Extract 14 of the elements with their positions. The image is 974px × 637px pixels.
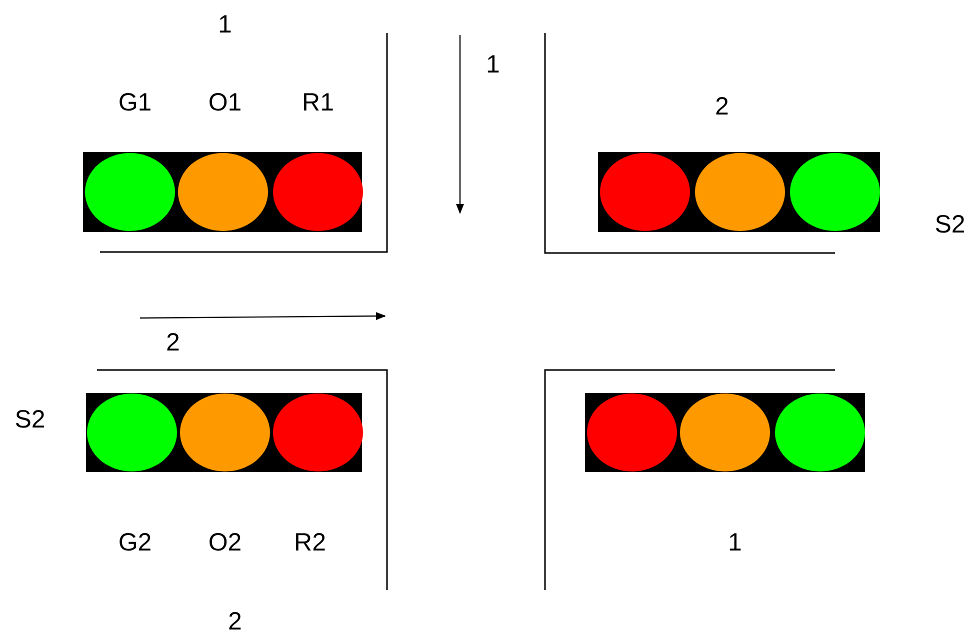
label-text: S2 xyxy=(934,212,966,238)
label-text: 2 xyxy=(166,330,180,356)
label-text: O1 xyxy=(208,90,242,116)
label-text: S2 xyxy=(14,408,46,432)
label-text: O2 xyxy=(208,530,242,556)
label-text: 2 xyxy=(715,94,729,120)
label-text: G1 xyxy=(118,90,152,116)
label-text: 2 xyxy=(228,610,242,634)
label-text: R1 xyxy=(302,90,334,116)
label-text: 1 xyxy=(218,12,232,38)
label-text: 1 xyxy=(486,52,500,78)
label-text: 1 xyxy=(728,530,742,556)
label-text: R2 xyxy=(294,530,326,556)
label-text: G2 xyxy=(118,530,152,556)
